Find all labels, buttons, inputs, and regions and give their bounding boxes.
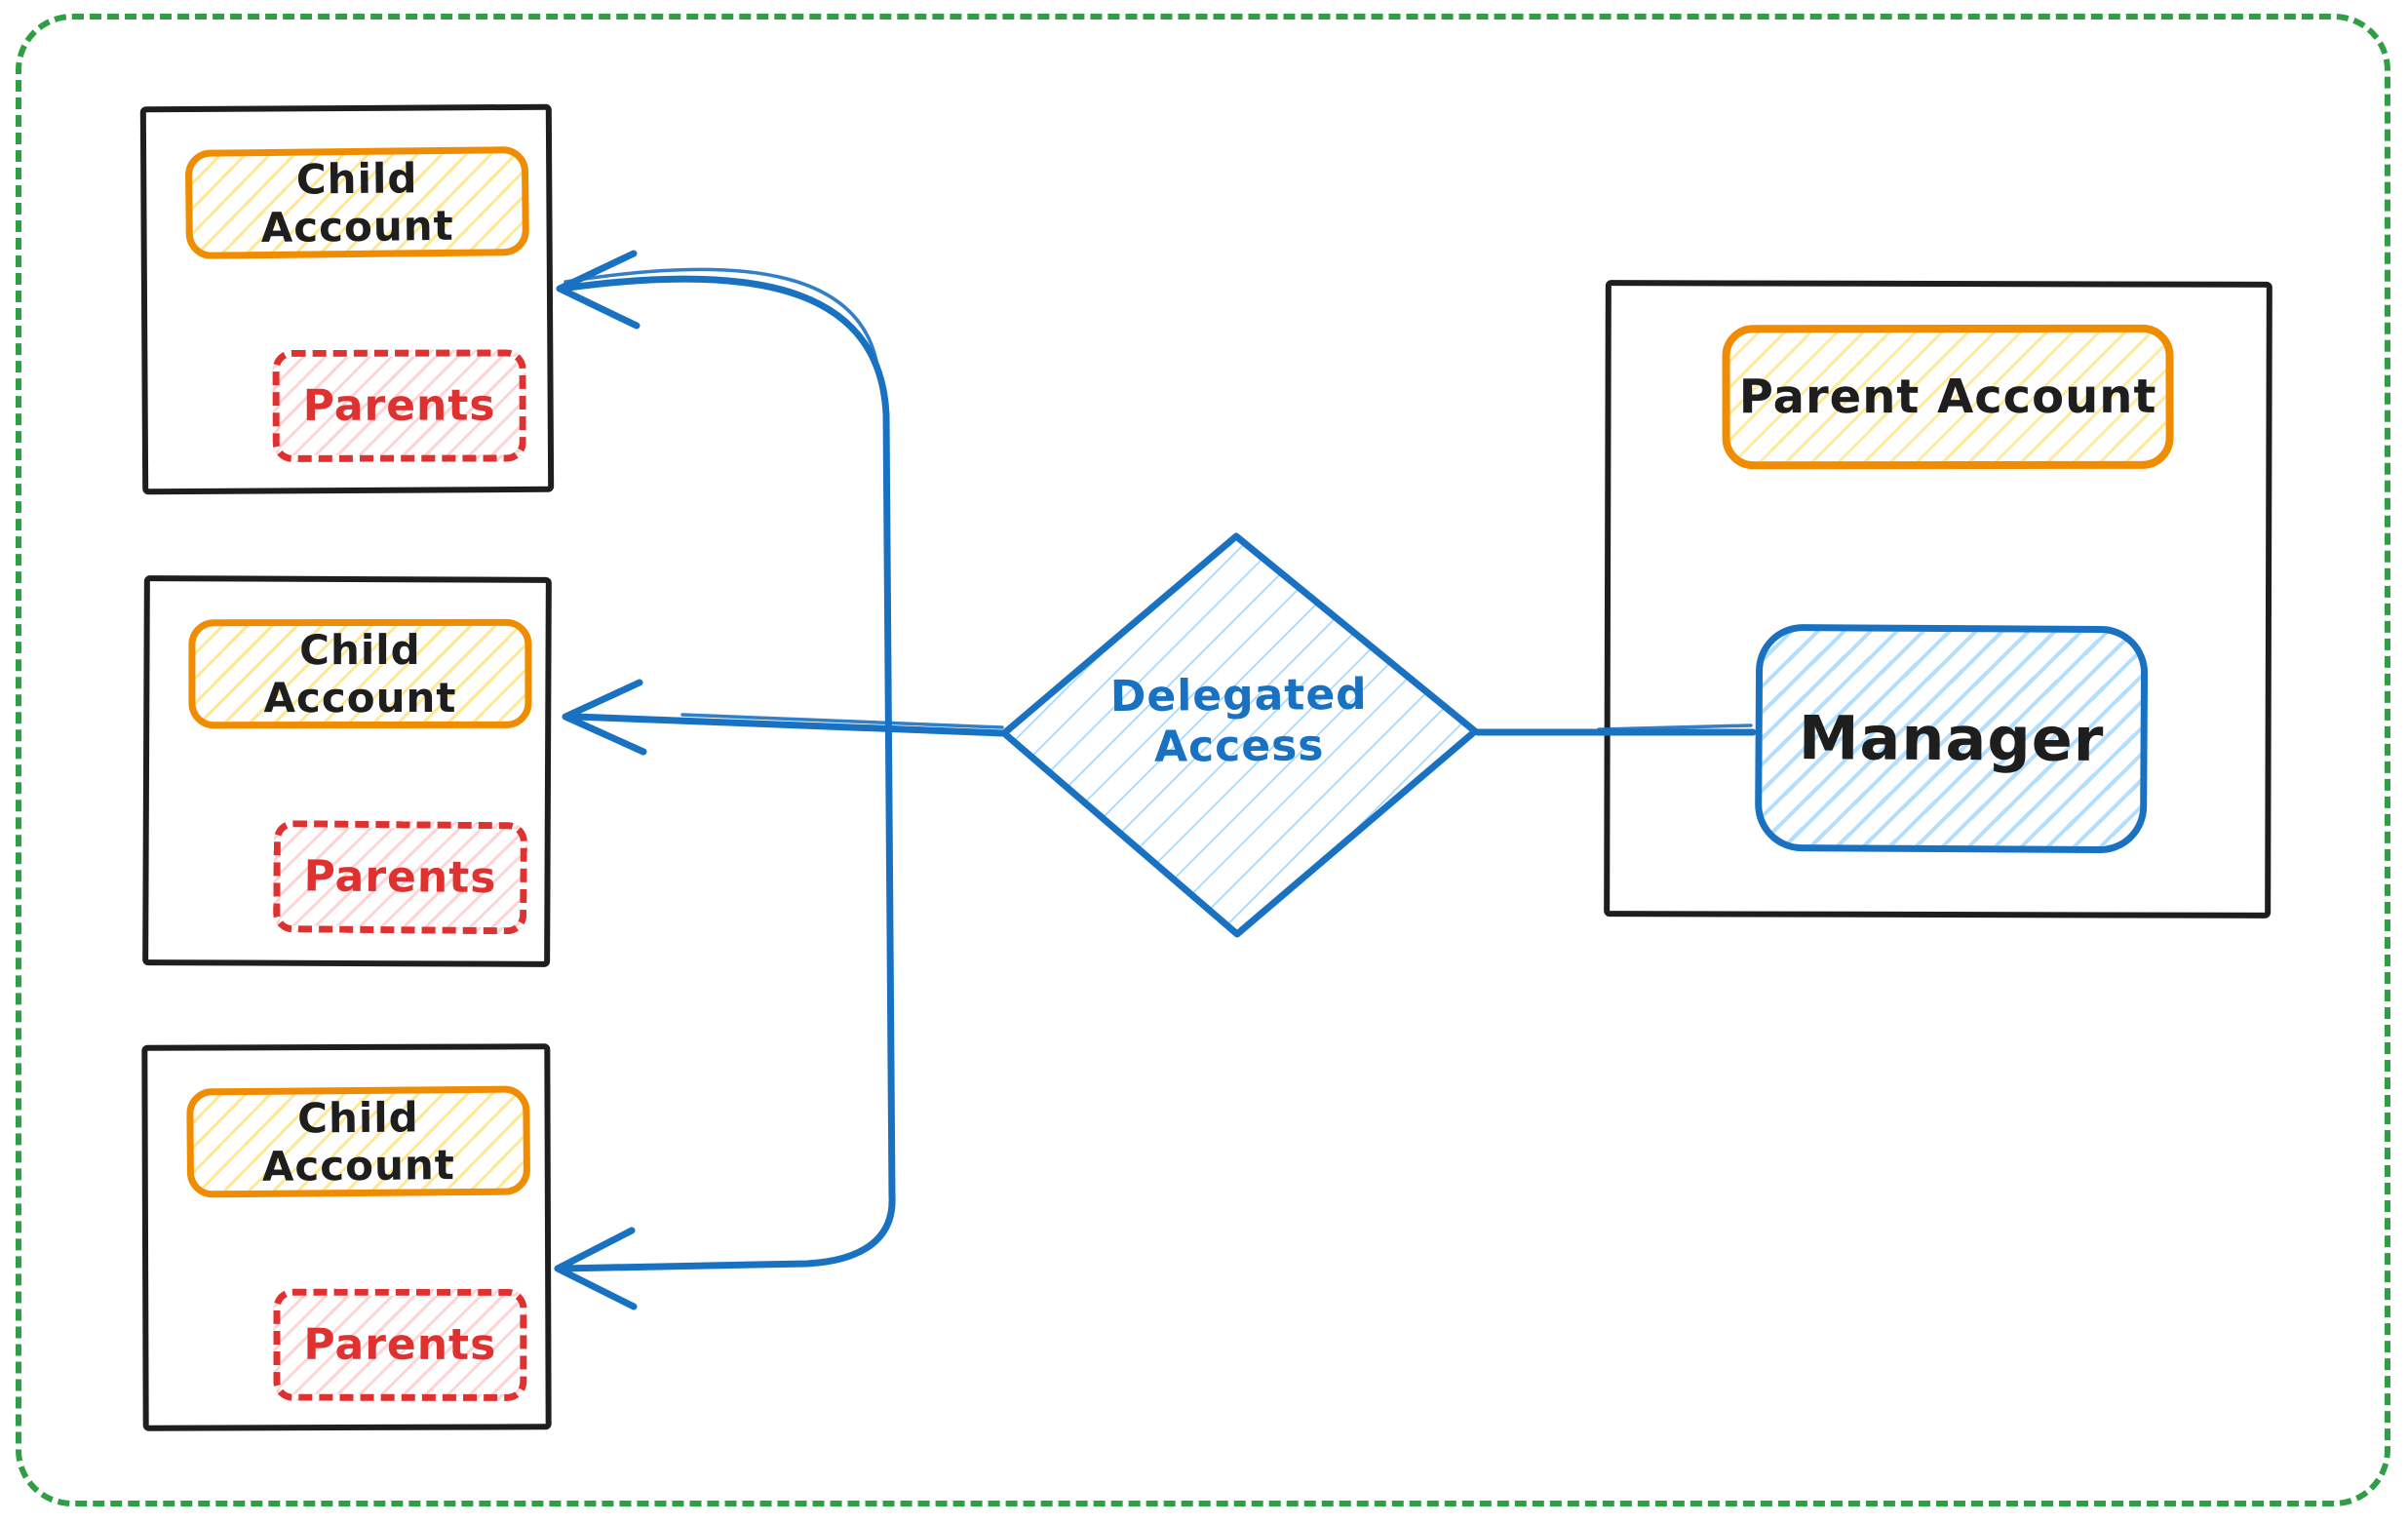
child-account-box-3: Child Account Parents bbox=[141, 1043, 552, 1431]
canvas-frame-border bbox=[16, 14, 2390, 1506]
parent-account-box: Parent Account Manager bbox=[1604, 280, 2272, 918]
child-account-label: Child Account bbox=[186, 1085, 531, 1198]
parent-account-label: Parent Account bbox=[1722, 324, 2174, 470]
parents-badge: Parents bbox=[273, 1288, 527, 1401]
parents-badge: Parents bbox=[273, 820, 528, 935]
child-account-box-1: Child Account Parents bbox=[139, 103, 555, 495]
child-account-label: Child Account bbox=[184, 145, 530, 259]
manager-node: Manager bbox=[1754, 623, 2149, 854]
child-account-box-2: Child Account Parents bbox=[142, 575, 552, 967]
delegated-access-label: Delegated Access bbox=[1109, 669, 1368, 772]
parents-badge: Parents bbox=[272, 349, 526, 462]
child-account-label: Child Account bbox=[188, 618, 532, 729]
